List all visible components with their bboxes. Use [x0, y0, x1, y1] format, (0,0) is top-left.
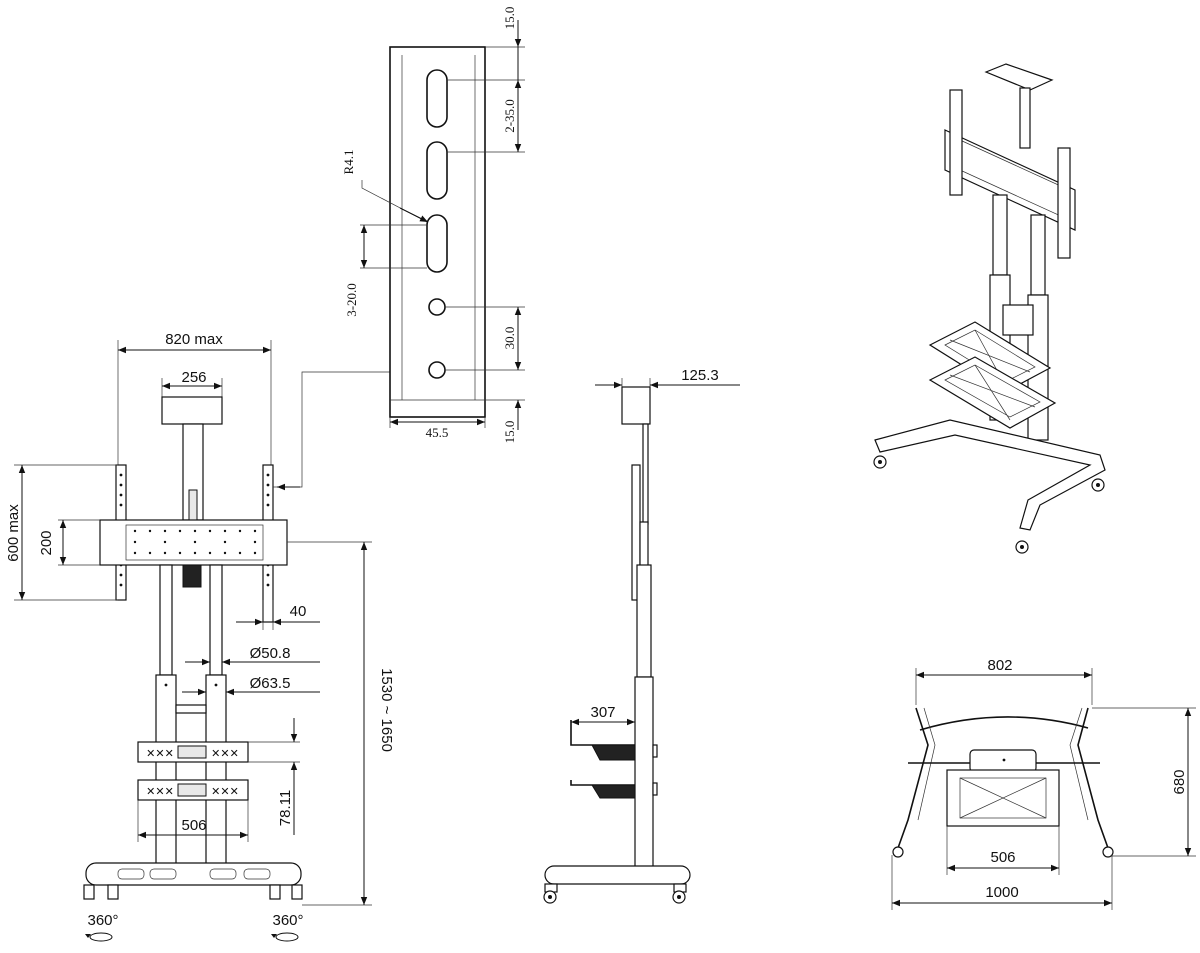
label-rotation-right: 360° [272, 912, 303, 929]
dim-shelf-width: 506 [137, 800, 249, 842]
iso-base [874, 419, 1106, 531]
label-height-max: 600 max [5, 504, 22, 562]
label-inner-tube: Ø50.8 [250, 645, 291, 662]
label-base-width: 1000 [985, 884, 1018, 901]
iso-casters [873, 455, 1105, 554]
svg-text:✕✕✕: ✕✕✕ [146, 748, 174, 760]
svg-text:✕✕✕: ✕✕✕ [146, 786, 174, 798]
label-top-plate: 256 [181, 369, 206, 386]
label-bracket-height: 200 [38, 530, 55, 555]
hole-1 [428, 298, 446, 316]
left-outer-tube [155, 674, 177, 866]
dim-arm-width: 40 [236, 600, 320, 630]
label-top-depth: 125.3 [681, 367, 719, 384]
dim-radius: R4.1 [341, 150, 429, 223]
left-casters [83, 884, 119, 900]
base-beam [85, 862, 302, 886]
dim-bottom-margin: 15.0 [502, 400, 522, 444]
dim-bracket-height: 200 [38, 519, 100, 566]
right-outer-tube [205, 674, 227, 866]
label-slot-spacing: 2-35.0 [502, 99, 517, 133]
dim-shelf-gap: 78.11 [248, 718, 300, 835]
dim-height-range: 1530 ~ 1650 [287, 541, 395, 906]
svg-text:✕✕✕: ✕✕✕ [211, 786, 239, 798]
dim-slot-length: 3-20.0 [344, 224, 427, 317]
label-height-range: 1530 ~ 1650 [378, 668, 395, 752]
label-rotation-left: 360° [87, 912, 118, 929]
label-top-margin: 15.0 [502, 7, 517, 30]
label-slot-length: 3-20.0 [344, 283, 359, 317]
rotate-icon [275, 932, 299, 942]
slot-1 [426, 69, 448, 128]
arm-detail-outline [389, 46, 486, 418]
slot-3 [426, 214, 448, 273]
label-depth: 680 [1171, 769, 1188, 794]
label-shelf-gap: 78.11 [277, 790, 294, 826]
dim-width: 45.5 [389, 417, 486, 440]
svg-text:✕✕✕: ✕✕✕ [211, 748, 239, 760]
slot-2 [426, 141, 448, 200]
front-view: 820 max 256 [5, 331, 395, 942]
dim-top-depth: 125.3 [595, 367, 740, 398]
label-outer-tube: Ø63.5 [250, 675, 291, 692]
dim-hole-spacing: 30.0 [502, 307, 522, 370]
dim-height-max: 600 max [5, 464, 118, 601]
left-inner-tube [159, 564, 173, 676]
iso-mount-frame [944, 129, 1076, 231]
dim-shelf-depth: 307 [571, 704, 635, 726]
dim-depth: 680 [1092, 707, 1196, 857]
side-lower-shelf [570, 780, 635, 786]
base-view: 802 680 506 [891, 657, 1196, 910]
dim-top-width: 802 [915, 657, 1093, 705]
label-hole-spacing: 30.0 [502, 327, 517, 350]
mount-bracket [99, 519, 288, 566]
label-shelf-depth: 307 [590, 704, 615, 721]
rotation-left: 360° [85, 912, 119, 942]
right-inner-tube [209, 564, 223, 676]
side-top-plate [621, 386, 651, 425]
side-base [544, 865, 691, 885]
label-bottom-margin: 15.0 [502, 421, 517, 444]
isometric-view [873, 63, 1106, 554]
side-casters [543, 883, 687, 904]
label-top-width: 802 [987, 657, 1012, 674]
dim-base-width: 1000 [891, 855, 1113, 910]
dim-top-margin: 15.0 [502, 7, 522, 80]
label-width-max: 820 max [165, 331, 223, 348]
dim-slot-spacing: 2-35.0 [502, 80, 522, 152]
label-width: 45.5 [426, 425, 449, 440]
label-base-shelf-width: 506 [990, 849, 1015, 866]
dim-inner-tube: Ø50.8 [185, 645, 320, 666]
side-upper-shelf [570, 720, 635, 746]
dim-base-shelf-width: 506 [946, 826, 1060, 875]
rotate-icon [89, 932, 113, 942]
side-inner-tube [636, 564, 652, 678]
side-outer-tube [634, 676, 654, 868]
hole-2 [428, 361, 446, 379]
label-radius: R4.1 [341, 150, 356, 175]
label-arm-width: 40 [290, 603, 307, 620]
dim-outer-tube: Ø63.5 [182, 675, 320, 696]
detail-view: 15.0 2-35.0 30.0 15.0 R4.1 3-20.0 [341, 7, 525, 444]
dim-width-max: 820 max [117, 331, 272, 470]
base-top-bar [919, 716, 1089, 731]
label-shelf-width: 506 [181, 817, 206, 834]
top-plate [161, 396, 223, 425]
side-view: 125.3 307 [543, 367, 740, 904]
right-casters [269, 884, 303, 900]
rotation-right: 360° [271, 912, 304, 942]
